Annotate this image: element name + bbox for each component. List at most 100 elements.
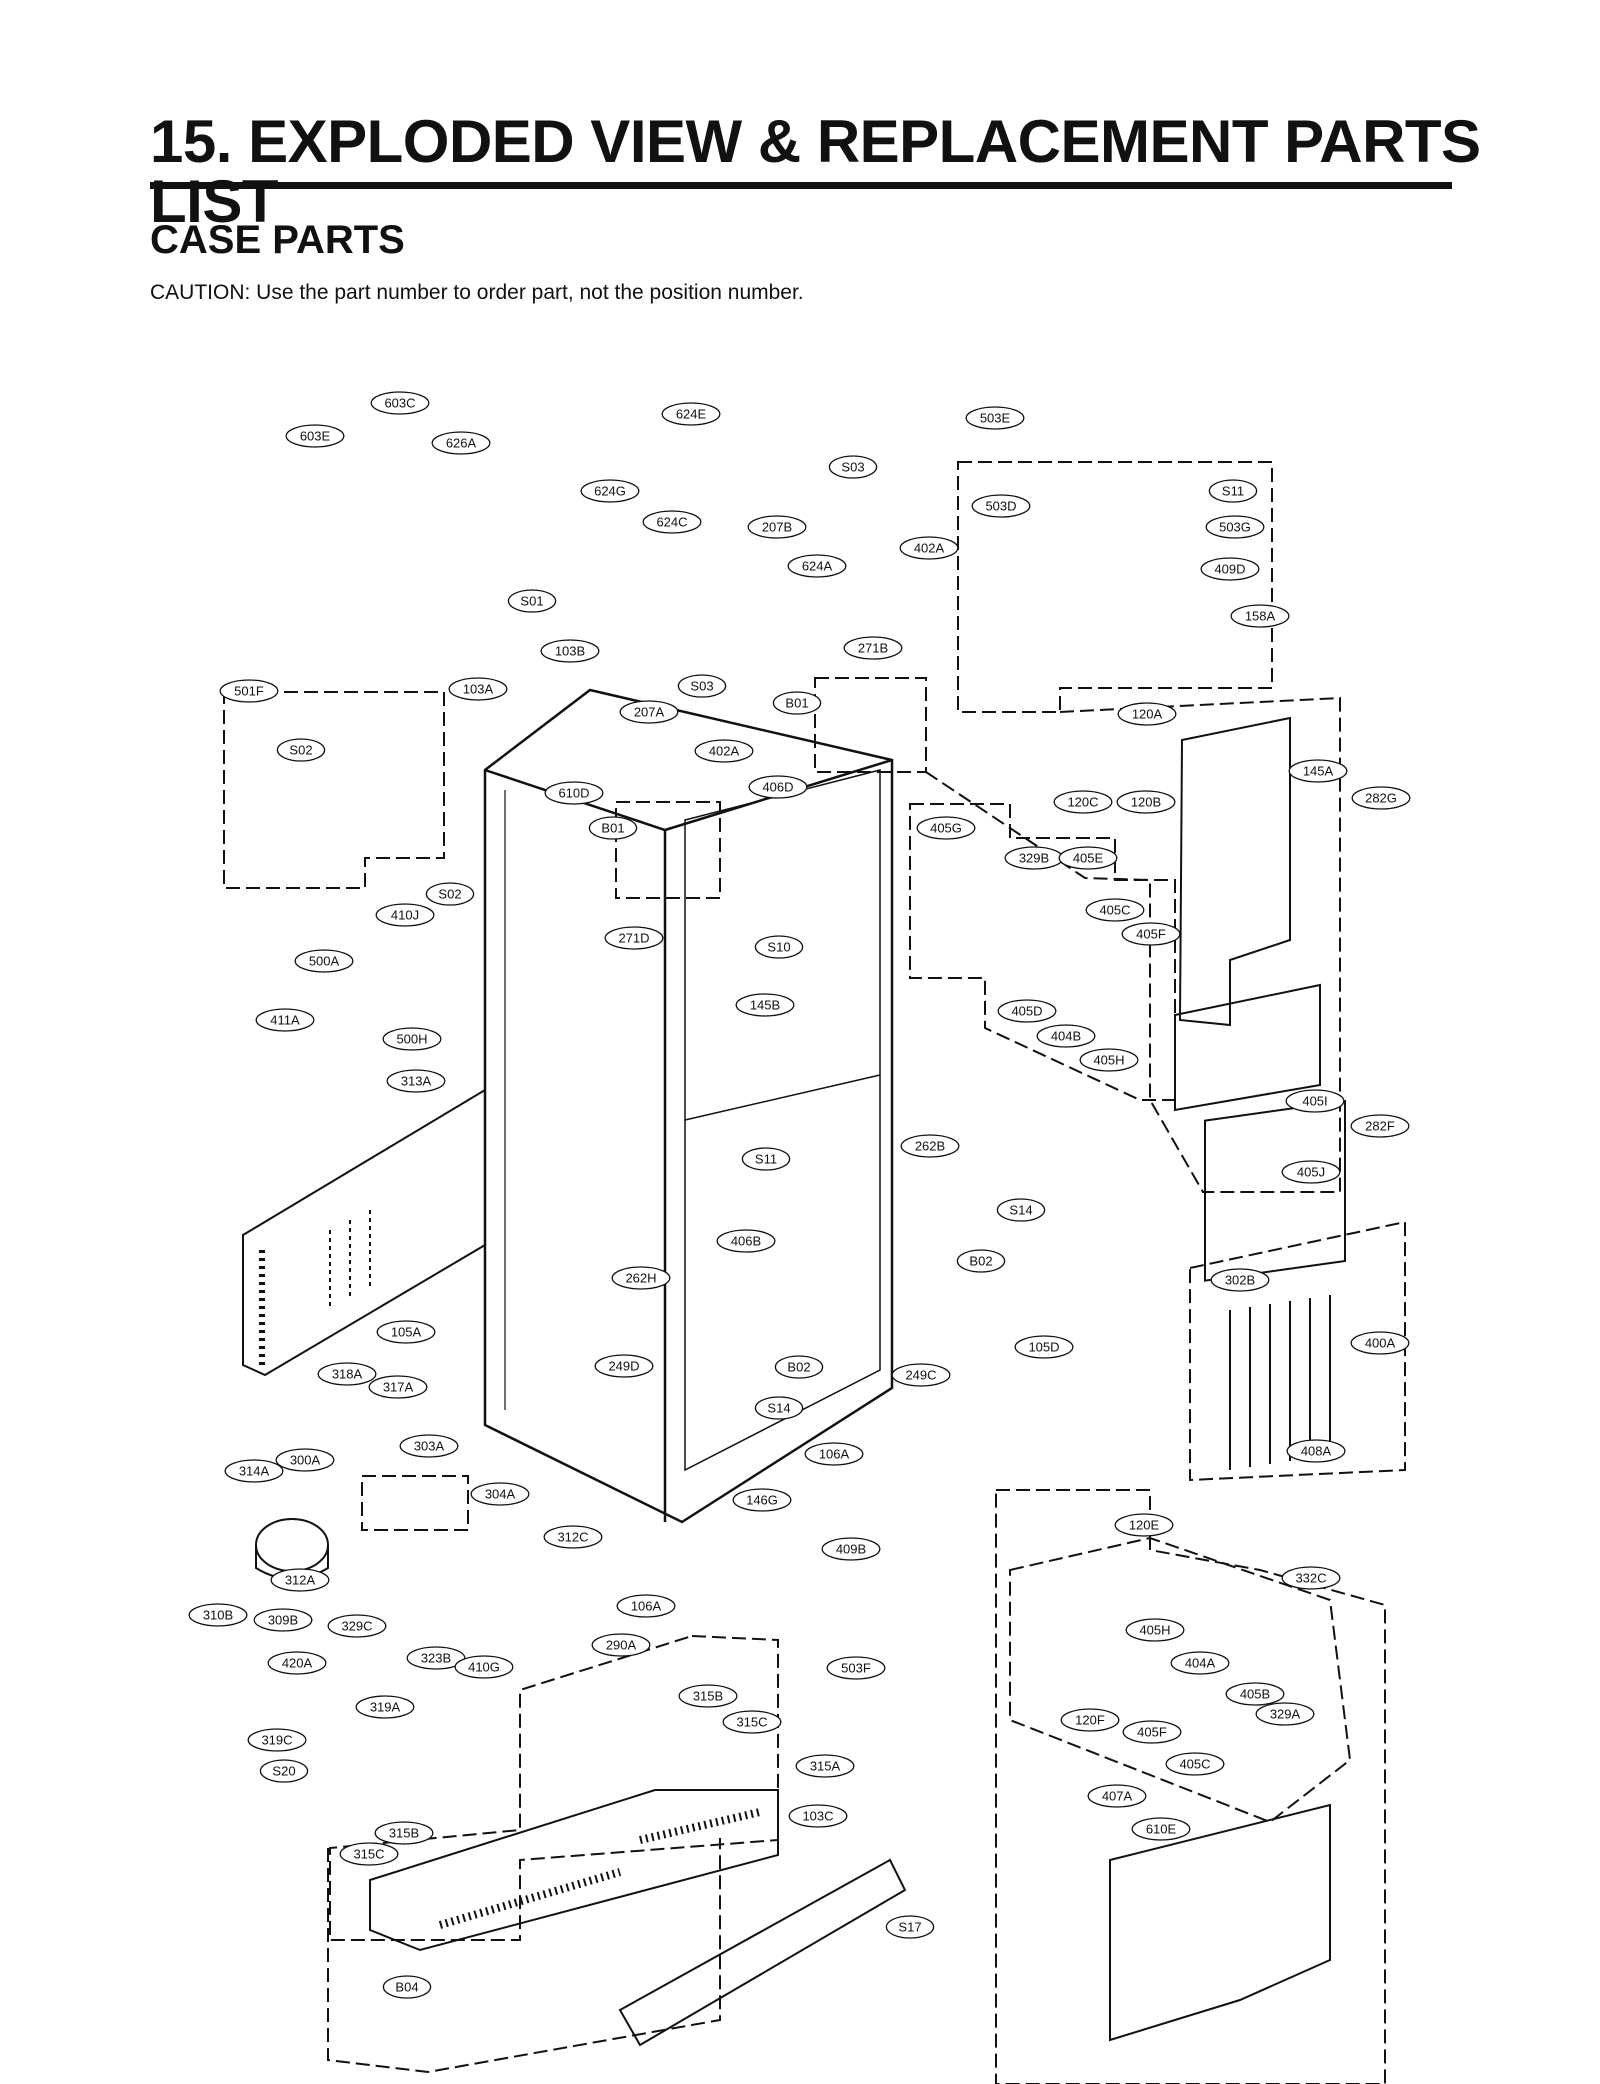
callout-S02: S02 <box>425 882 475 906</box>
callout-label: 300A <box>290 1453 321 1468</box>
callout-bubble <box>843 636 903 660</box>
callout-bubble <box>1285 1089 1345 1113</box>
callout-405E: 405E <box>1058 846 1118 870</box>
callout-bubble <box>425 882 475 906</box>
callout-bubble <box>1014 1335 1074 1359</box>
callout-313A: 313A <box>386 1069 446 1093</box>
group-outline-315A <box>329 1634 779 1941</box>
callout-bubble <box>188 1603 248 1627</box>
callout-103C: 103C <box>788 1804 848 1828</box>
callout-B01: B01 <box>588 816 638 840</box>
group-outline-271D <box>615 801 721 899</box>
callout-bubble <box>1121 922 1181 946</box>
callout-405C: 405C <box>1085 898 1145 922</box>
callout-label: 624E <box>676 407 707 422</box>
group-outline-302B <box>1189 1220 1406 1482</box>
callout-bubble <box>544 781 604 805</box>
callout-B04: B04 <box>382 1975 432 1999</box>
callout-bubble <box>431 431 491 455</box>
callout-332C: 332C <box>1281 1566 1341 1590</box>
callout-bubble <box>804 1442 864 1466</box>
callout-315C: 315C <box>722 1710 782 1734</box>
callout-label: 405C <box>1099 903 1130 918</box>
callout-406D: 406D <box>748 775 808 799</box>
callout-bubble <box>741 1147 791 1171</box>
callout-bubble <box>821 1537 881 1561</box>
callout-408A: 408A <box>1286 1439 1346 1463</box>
callout-bubble <box>788 1804 848 1828</box>
callout-309B: 309B <box>253 1608 313 1632</box>
callout-B02: B02 <box>774 1355 824 1379</box>
callout-S10: S10 <box>754 935 804 959</box>
callout-bubble <box>317 1362 377 1386</box>
callout-label: 249C <box>905 1368 936 1383</box>
callout-407A: 407A <box>1087 1784 1147 1808</box>
callout-label: 624G <box>594 484 626 499</box>
callout-label: S14 <box>1009 1203 1032 1218</box>
callout-bubble <box>616 1594 676 1618</box>
callout-label: 106A <box>631 1599 662 1614</box>
callout-bubble <box>375 903 435 927</box>
callout-label: 402A <box>914 541 945 556</box>
callout-bubble <box>1210 1268 1270 1292</box>
callout-bubble <box>355 1695 415 1719</box>
callout-500H: 500H <box>382 1027 442 1051</box>
callout-bubble <box>1350 1331 1410 1355</box>
callout-bubble <box>678 1684 738 1708</box>
evaporator-coil <box>1204 1099 1346 1470</box>
callout-bubble <box>971 494 1031 518</box>
callout-bubble <box>1079 1048 1139 1072</box>
callout-bubble <box>916 816 976 840</box>
callout-label: 271D <box>618 931 649 946</box>
callout-label: 404B <box>1051 1029 1081 1044</box>
callout-bubble <box>327 1614 387 1638</box>
callout-label: 312C <box>557 1530 588 1545</box>
callout-bubble <box>370 391 430 415</box>
callout-bubble <box>1060 1708 1120 1732</box>
callout-bubble <box>900 1134 960 1158</box>
callout-S11: S11 <box>1208 479 1258 503</box>
refrigerator-cabinet <box>483 688 894 1524</box>
callout-label: 411A <box>270 1013 300 1028</box>
callout-label: 408A <box>1301 1444 1332 1459</box>
callout-bubble <box>247 1728 307 1752</box>
callout-bubble <box>611 1266 671 1290</box>
callout-label: 315B <box>693 1689 723 1704</box>
callout-bubble <box>588 816 638 840</box>
group-outline-303A <box>361 1475 469 1531</box>
page-title: 15. EXPLODED VIEW & REPLACEMENT PARTS LI… <box>150 108 1481 235</box>
callout-315B: 315B <box>678 1684 738 1708</box>
front-grille <box>618 1858 907 2047</box>
callout-bubble <box>885 1915 935 1939</box>
callout-315A: 315A <box>795 1754 855 1778</box>
callout-bubble <box>339 1842 399 1866</box>
callout-bubble <box>828 455 878 479</box>
callout-bubble <box>1281 1566 1341 1590</box>
callout-bubble <box>1053 790 1113 814</box>
callout-label: 103B <box>555 644 585 659</box>
callout-label: 158A <box>1245 609 1276 624</box>
callout-bubble <box>787 554 847 578</box>
callout-label: 405J <box>1297 1165 1325 1180</box>
callout-label: B01 <box>601 821 624 836</box>
callout-label: S14 <box>767 1401 790 1416</box>
callout-bubble <box>267 1651 327 1675</box>
callout-409B: 409B <box>821 1537 881 1561</box>
callout-S03: S03 <box>828 455 878 479</box>
callout-145B: 145B <box>735 993 795 1017</box>
callout-bubble <box>376 1320 436 1344</box>
callout-bubble <box>1225 1682 1285 1706</box>
callout-bubble <box>253 1608 313 1632</box>
callout-label: 105D <box>1028 1340 1059 1355</box>
callout-label: 290A <box>606 1638 637 1653</box>
callout-label: 406D <box>762 780 793 795</box>
callout-bubble <box>1200 557 1260 581</box>
callout-249C: 249C <box>891 1363 951 1387</box>
callout-label: 312A <box>285 1573 316 1588</box>
callout-207B: 207B <box>747 515 807 539</box>
callout-bubble <box>747 515 807 539</box>
callout-405I: 405I <box>1285 1089 1345 1113</box>
dispenser-housing <box>1174 716 1321 1112</box>
callout-label: S02 <box>289 743 312 758</box>
callout-bubble <box>382 1975 432 1999</box>
